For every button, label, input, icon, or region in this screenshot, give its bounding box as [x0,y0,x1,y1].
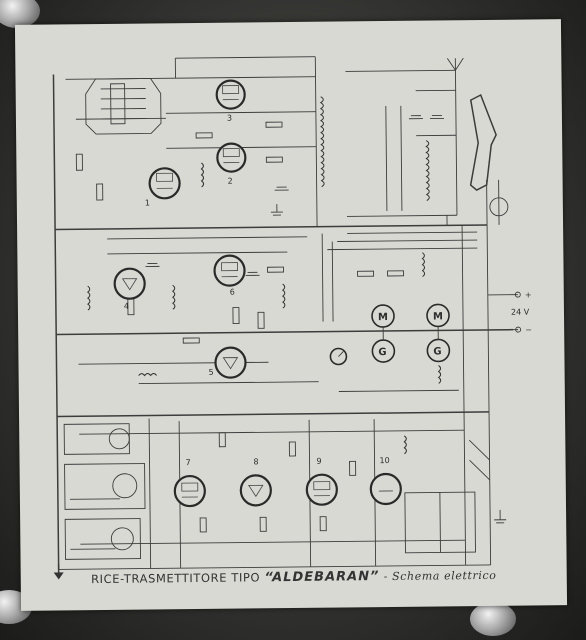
motor-left: M [371,304,395,328]
tube-10-number: 10 [379,456,389,465]
generator-left-label: G [378,347,386,358]
tube-9-number: 9 [316,457,321,466]
motor-right: M [426,303,450,328]
tube-8-number: 8 [253,457,258,466]
tube-1-number: 1 [145,198,150,207]
supply-minus: − [525,325,532,334]
down-arrow-icon [53,564,64,580]
tube-2: 2 [216,142,247,186]
caption-suffix: - Schema elettrico [383,568,497,584]
tube-3-number: 3 [227,114,232,123]
schematic-diagram: 1 2 3 4 5 6 [52,56,532,580]
supply-terminals: + − 24 V [511,290,532,334]
relay-block [404,439,491,554]
tube-9: 9 [305,457,338,506]
meter-icon [329,347,348,366]
caption-prefix: RICE-TRASMETTITORE TIPO [90,570,261,587]
rotary-switches [63,423,146,560]
coils [86,96,442,455]
generator-left: G [371,339,396,363]
tube-10: 10 [369,456,402,506]
handset-icon [469,93,509,225]
tube-2-number: 2 [228,177,233,186]
switch-block [85,78,162,135]
supply-voltage: 24 V [511,308,530,317]
tube-1: 1 [145,167,181,208]
tube-4-number: 4 [124,302,129,311]
tube-4: 4 [113,267,146,311]
schematic-sheet: 1 2 3 4 5 6 [14,19,568,611]
motor-right-label: M [433,311,443,322]
motor-left-label: M [378,312,388,323]
supply-plus: + [525,290,532,299]
ground-symbols [270,204,507,524]
tube-5-number: 5 [209,368,214,377]
tube-5: 5 [209,346,247,379]
tube-3: 3 [215,79,246,123]
tube-7-number: 7 [185,458,190,467]
tube-8: 8 [239,457,272,507]
tube-7: 7 [173,458,206,508]
caption-name: “ALDEBARAN” [264,569,380,586]
clip-bottom-right [470,602,516,636]
tube-6: 6 [213,254,246,297]
antenna-icon [446,57,464,71]
component-stubs [75,114,444,533]
generator-right-label: G [433,346,441,357]
generator-right: G [426,338,451,363]
tube-6-number: 6 [230,288,235,297]
frame-wires [52,56,519,570]
